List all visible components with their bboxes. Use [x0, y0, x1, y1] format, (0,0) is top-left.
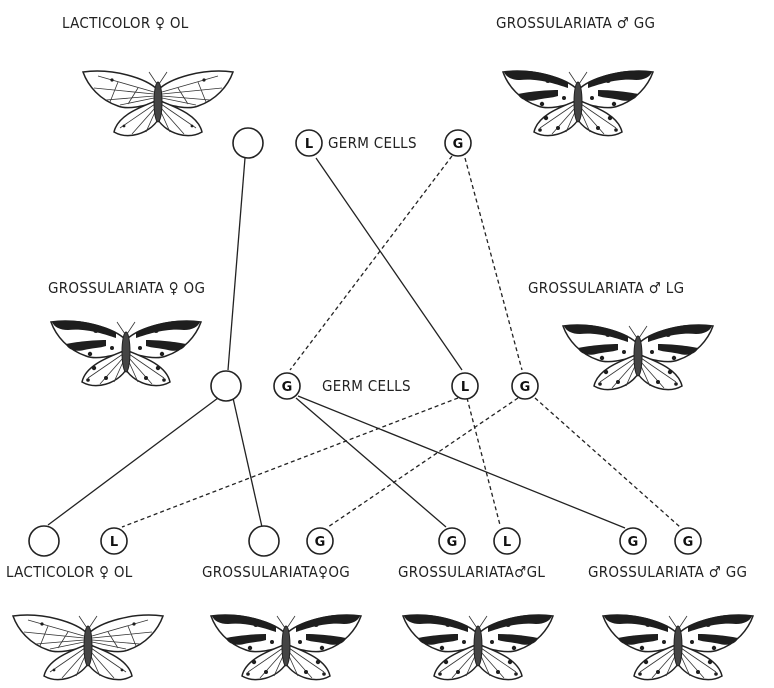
germ-cell-f1-g1: G [273, 372, 301, 400]
label-f2-4: GROSSULARIATA ♂ GG [588, 563, 747, 581]
germ-cell-f2c-g: G [438, 527, 466, 555]
germ-cell-f2b-o [248, 525, 280, 557]
line-f1-g2-to-f2b-g [327, 397, 519, 528]
svg-text:G: G [315, 535, 326, 550]
line-f1-g2-to-f2d-g2 [534, 397, 681, 528]
germ-cell-f2a-l: L [100, 527, 128, 555]
germ-cell-f1-g2: G [511, 372, 539, 400]
label-p-female: LACTICOLOR ♀ OL [62, 14, 189, 32]
svg-text:G: G [628, 535, 639, 550]
svg-text:G: G [520, 380, 531, 395]
line-f1-o-to-f2b-o [232, 397, 263, 528]
germ-cells-label-top: GERM CELLS [328, 134, 417, 152]
svg-text:G: G [282, 380, 293, 395]
germ-cell-f2b-g: G [306, 527, 334, 555]
moth-f1-female [50, 319, 202, 387]
svg-text:L: L [305, 137, 313, 152]
svg-text:L: L [503, 535, 511, 550]
germ-cell-p-o [232, 127, 264, 159]
svg-text:G: G [453, 137, 464, 152]
germ-cells-label-mid: GERM CELLS [322, 377, 411, 395]
germ-cell-f1-o [210, 370, 242, 402]
line-p-g-to-f1-g2 [464, 157, 523, 371]
germ-cell-f2a-o [28, 525, 60, 557]
label-f1-female: GROSSULARIATA ♀ OG [48, 279, 205, 297]
moth-f2-3 [402, 613, 554, 681]
germ-cell-f2c-l: L [493, 527, 521, 555]
germ-cell-p-g: G [444, 129, 472, 157]
line-f1-o-to-f2a-o [47, 397, 219, 526]
germ-cell-p-l: L [295, 129, 323, 157]
line-f1-g1-to-f2c-g [295, 397, 447, 528]
label-f2-1: LACTICOLOR ♀ OL [6, 563, 133, 581]
line-p-g-to-f1-g1 [289, 155, 453, 371]
svg-text:L: L [110, 535, 118, 550]
moth-f2-1 [12, 614, 164, 681]
moth-p-female [82, 70, 234, 137]
moth-f2-4 [602, 613, 754, 681]
moth-p-male [502, 69, 654, 137]
svg-text:G: G [447, 535, 458, 550]
line-f1-l-to-f2c-l [466, 397, 501, 526]
svg-text:L: L [461, 380, 469, 395]
moth-f1-male [562, 323, 714, 391]
germ-cell-f2d-g1: G [619, 527, 647, 555]
line-p-o-to-f1-o [227, 157, 246, 371]
label-p-male: GROSSULARIATA ♂ GG [496, 14, 655, 32]
label-f1-male: GROSSULARIATA ♂ LG [528, 279, 684, 297]
svg-text:G: G [683, 535, 694, 550]
germ-cell-f1-l: L [451, 372, 479, 400]
line-f1-l-to-f2a-l [121, 397, 459, 528]
moth-f2-2 [210, 613, 362, 681]
line-p-l-to-f1-l [315, 157, 463, 371]
label-f2-3: GROSSULARIATA♂GL [398, 563, 545, 581]
line-f1-g1-to-f2d-g1 [297, 395, 626, 529]
germ-cell-f2d-g2: G [674, 527, 702, 555]
label-f2-2: GROSSULARIATA♀OG [202, 563, 350, 581]
